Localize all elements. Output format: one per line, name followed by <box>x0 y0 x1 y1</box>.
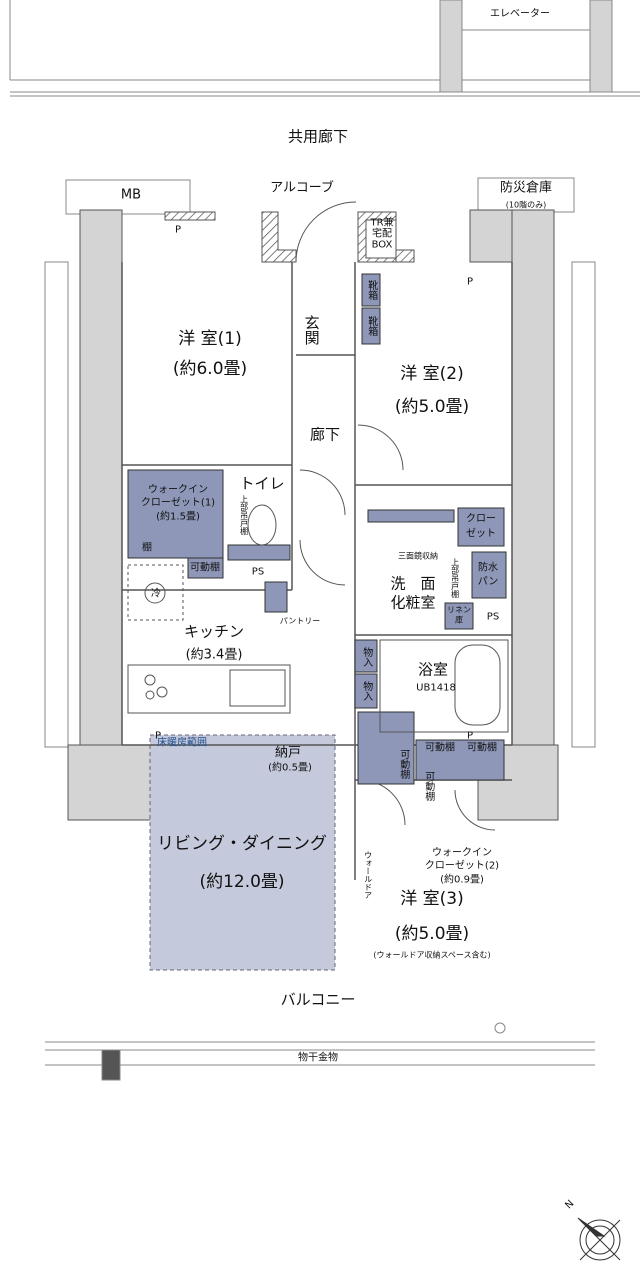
floor-heating-area <box>149 734 336 971</box>
kitchen-name: キッチン <box>183 622 245 641</box>
tr-box-label-2: 宅配 <box>372 228 392 240</box>
closet-label-1: クロー <box>466 513 496 525</box>
movable-shelf-label: 可動棚 <box>422 771 434 801</box>
wall-door-label: ウォールドア <box>363 851 373 899</box>
alcove-label: アルコーブ <box>270 180 334 196</box>
room3-size: (約5.0畳) <box>394 924 470 945</box>
room2-size: (約5.0畳) <box>394 397 470 418</box>
shoe-box-label: 靴箱 <box>365 316 377 336</box>
washroom-label-1: 洗 面 <box>390 574 436 593</box>
kitchen-size: (約3.4畳) <box>185 647 243 663</box>
interior-walls <box>121 201 513 880</box>
wic2-name-1: ウォークイン <box>432 847 492 859</box>
wic1-name-2: クローゼット(1) <box>140 497 216 509</box>
movable-shelf-label: 可動棚 <box>467 742 497 754</box>
living-size: (約12.0畳) <box>199 872 285 893</box>
room3-note: (ウォールドア収納スペース含む) <box>373 950 491 960</box>
storage-label: 物入 <box>360 647 372 667</box>
closet-room-size: (約0.5畳) <box>268 762 312 774</box>
linen-label-1: リネン <box>447 605 471 615</box>
room2-name: 洋 室(2) <box>400 364 464 385</box>
ps-label: PS <box>251 566 265 578</box>
room3-name: 洋 室(3) <box>400 889 464 910</box>
upper-corridor-structure <box>9 0 640 97</box>
shoe-box-label: 靴箱 <box>365 280 377 300</box>
disaster-storage-label: 防災倉庫 <box>499 180 553 196</box>
shelf-label: 棚 <box>142 542 152 554</box>
wic2-name-2: クローゼット(2) <box>424 860 500 872</box>
mb-box <box>65 179 191 215</box>
pipe-label: P <box>466 730 474 742</box>
floor-heating-label: 床暖房範囲 <box>157 737 207 749</box>
disaster-storage-note: (10階のみ) <box>505 200 547 210</box>
closet-room-name: 納戸 <box>274 745 302 761</box>
common-corridor-label: 共用廊下 <box>287 127 349 146</box>
balcony-label: バルコニー <box>280 990 356 1009</box>
pipe-label: P <box>174 224 182 236</box>
bathroom-model: UB1418 <box>416 682 456 694</box>
waterproof-pan-label-1: 防水 <box>478 562 498 574</box>
living-name: リビング・ダイニング <box>157 834 327 855</box>
upper-cabinet-label: 上部吊戸棚 <box>239 495 249 535</box>
wic2-size: (約0.9畳) <box>440 874 484 886</box>
entrance-label: 玄関 <box>302 315 321 345</box>
elevator-label: エレベーター <box>490 8 550 20</box>
ps-label: PS <box>486 611 500 623</box>
tr-box-label-3: BOX <box>371 239 393 251</box>
toilet-label: トイレ <box>239 474 285 493</box>
storage-blocks <box>127 273 507 785</box>
balcony-structure <box>45 1022 595 1081</box>
disaster-storage-box <box>477 177 575 213</box>
wic1-size: (約1.5畳) <box>156 511 200 523</box>
linen-label-2: 庫 <box>455 615 463 625</box>
upper-cabinet-label: 上部吊戸棚 <box>450 558 460 598</box>
pipe-label: P <box>154 730 162 742</box>
pantry-label: パントリー <box>279 616 321 626</box>
storage-label: 物入 <box>360 681 372 701</box>
waterproof-pan-label-2: パン <box>477 576 499 588</box>
washroom-label-2: 化粧室 <box>390 593 436 612</box>
drying-hardware-label: 物干金物 <box>298 1052 338 1064</box>
wic1-name-1: ウォークイン <box>148 484 208 496</box>
fixtures <box>127 504 509 733</box>
fridge-label: 冷 <box>151 588 161 600</box>
movable-shelf-label: 可動棚 <box>397 749 409 779</box>
hallway-label: 廊下 <box>309 425 341 444</box>
movable-shelf-label: 可動棚 <box>425 742 455 754</box>
movable-shelf-label: 可動棚 <box>190 562 220 574</box>
mb-label: MB <box>120 187 142 203</box>
pipe-label: P <box>466 276 474 288</box>
mirror-storage-label: 三面鏡収納 <box>398 551 438 561</box>
closet-label-2: ゼット <box>466 528 496 540</box>
room1-name: 洋 室(1) <box>178 329 242 350</box>
tr-box-label-1: TR兼 <box>370 217 394 229</box>
bathroom-name: 浴室 <box>417 660 449 679</box>
compass-icon <box>577 1217 621 1261</box>
room1-size: (約6.0畳) <box>172 359 248 380</box>
